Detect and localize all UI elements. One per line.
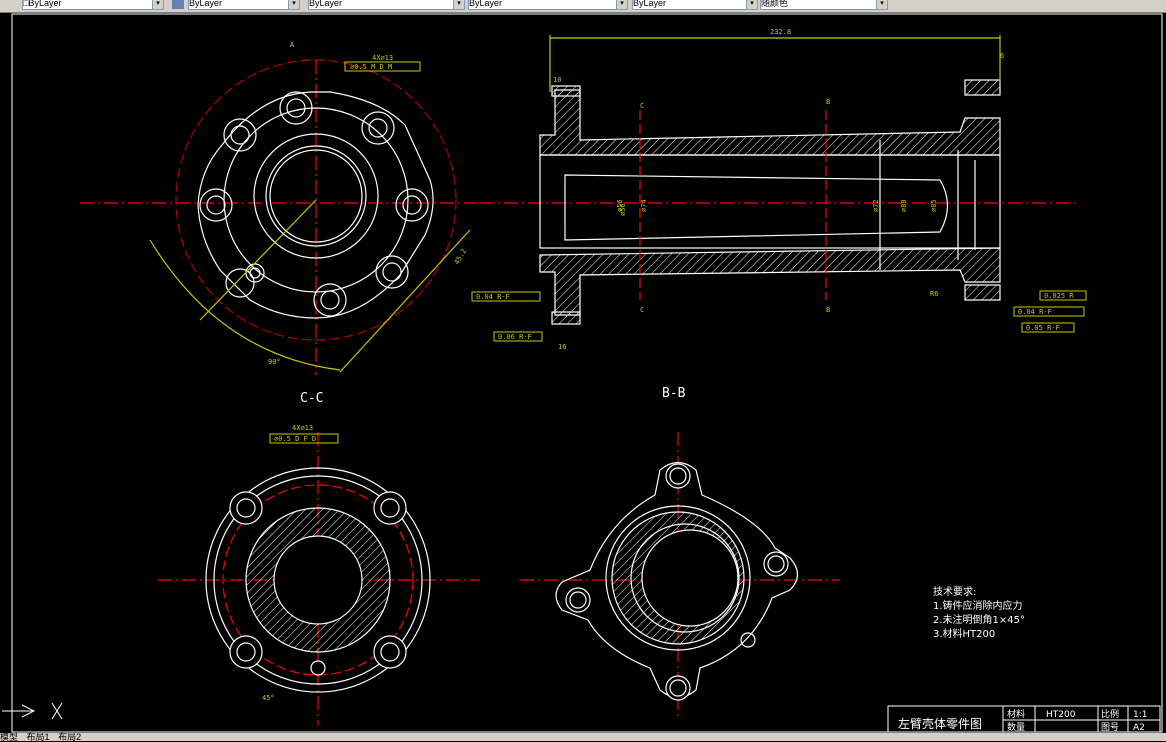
tab-model[interactable]: 模型 (0, 732, 19, 742)
view-bottom-left-annotations: 4X∅13 ∅0.5 D F D 45° (262, 424, 339, 702)
dia-label-3: ∅72 (872, 199, 880, 212)
outer-flange (205, 467, 431, 693)
inner-cavity (564, 174, 949, 241)
view-bb-annotations: 232.8 10 16 6 C B C B ∅56 ∅56 ∅74 ∅72 ∅8… (471, 28, 1087, 351)
linetype-value: ByLayer (309, 0, 343, 8)
hole-callout-2: 4X∅13 (292, 424, 313, 432)
dim-10: 10 (553, 76, 561, 84)
plotstyle2-value: 随颜色 (761, 0, 789, 8)
bolt-hole (279, 91, 313, 125)
upper-wall (539, 89, 1001, 156)
dia-label-4: ∅80 (900, 199, 908, 212)
layer-value: □ByLayer (23, 0, 62, 8)
bore-bl (273, 535, 363, 625)
chevron-down-icon: ▾ (152, 0, 163, 9)
tol-b3: 0.025 R (1044, 292, 1074, 300)
section-c-top: C (640, 102, 644, 110)
chevron-down-icon: ▾ (616, 0, 627, 9)
drawing-no-label: 图号 (1101, 722, 1119, 733)
boss-outer (253, 133, 379, 259)
dia-label-5: ∅85 (930, 199, 938, 212)
view-bb (480, 35, 1080, 325)
scale-label: 比例 (1101, 708, 1119, 720)
tol-b4: 0.04 R-F (1018, 308, 1052, 316)
drawing-canvas[interactable]: A 4X∅13 ∅0.5 M D M 45.2 90° C-C 232.8 10… (0, 12, 1166, 733)
plotstyle-dropdown[interactable]: ByLayer ▾ (632, 0, 758, 10)
dim-r6: R6 (930, 290, 938, 298)
layer-dropdown[interactable]: □ByLayer ▾ (22, 0, 164, 10)
hole-callout: 4X∅13 (372, 54, 393, 62)
plotstyle2-dropdown[interactable]: 随颜色 ▾ (760, 0, 888, 10)
dim-16: 16 (558, 343, 566, 351)
dim-arc (149, 239, 341, 371)
tol-b2: 0.06 R-F (498, 333, 532, 341)
tech-requirements: 技术要求: 1.铸件应消除内应力 2.未注明倒角1×45° 3.材料HT200 (933, 585, 1025, 640)
layout-tabs: 模型 布局1 布局2 (0, 732, 1166, 742)
tol-frame-2: ∅0.5 D F D (274, 435, 316, 443)
section-c-bottom: C (640, 306, 644, 314)
section-b-bottom: B (826, 306, 830, 314)
view-bb-label: B-B (662, 386, 686, 401)
view-bottom-left (158, 432, 480, 725)
bolt-circle (175, 59, 457, 341)
title-block-text: 左臂壳体零件图 材料 HT200 比例 1:1 数量 图号 A2 (898, 708, 1147, 733)
color-value: ByLayer (189, 0, 223, 8)
linetype-dropdown[interactable]: ByLayer ▾ (308, 0, 465, 10)
material-label: 材料 (1007, 708, 1025, 720)
dim-overall-length: 232.8 (770, 28, 791, 36)
properties-toolbar: □ByLayer ▾ ByLayer ▾ ByLayer ▾ ByLayer ▾ ByL… (0, 0, 1166, 13)
dim-45deg: 45° (262, 694, 275, 702)
lower-wall (539, 247, 1001, 316)
boss-inner (265, 145, 367, 247)
dia-label-2: ∅74 (640, 199, 648, 212)
color-dropdown[interactable]: ByLayer ▾ (188, 0, 300, 10)
tech-line-3: 3.材料HT200 (933, 627, 995, 640)
tol-b5: 0.05 R-F (1026, 324, 1060, 332)
drawing-title: 左臂壳体零件图 (898, 716, 982, 731)
chevron-down-icon: ▾ (876, 0, 887, 9)
sheet-value: A2 (1133, 723, 1145, 733)
material-value: HT200 (1046, 710, 1076, 720)
scale-value: 1:1 (1133, 710, 1147, 720)
tol-frame-1: ∅0.5 M D M (350, 63, 392, 71)
tol-b1: 0.04 R-F (476, 293, 510, 301)
section-a-label: A (290, 41, 295, 49)
dia-label-1: ∅56 (616, 199, 624, 212)
section-b-top: B (826, 98, 830, 106)
tech-line-1: 1.铸件应消除内应力 (933, 599, 1023, 612)
title-block (887, 705, 1161, 733)
bore-outline (539, 154, 1001, 249)
dim-6: 6 (1000, 52, 1004, 60)
layer-icon[interactable] (172, 0, 184, 9)
dia-56: ∅56 (619, 203, 627, 216)
plotstyle-value: ByLayer (633, 0, 667, 8)
tab-layout2[interactable]: 布局2 (58, 732, 82, 742)
chevron-down-icon: ▾ (453, 0, 464, 9)
view-bottom-middle (520, 432, 840, 720)
view-cc (80, 59, 490, 375)
sheet-label: 数量 (1007, 721, 1025, 733)
bore (269, 149, 363, 243)
bottom-middle-outline (555, 461, 799, 699)
dim-90: 90° (268, 358, 281, 366)
view-cc-label: C-C (300, 391, 323, 406)
chevron-down-icon: ▾ (288, 0, 299, 9)
tech-line-2: 2.未注明倒角1×45° (933, 613, 1025, 626)
drawing-border (11, 13, 1163, 733)
tech-title: 技术要求: (933, 585, 976, 598)
lineweight-value: ByLayer (469, 0, 503, 8)
chevron-down-icon: ▾ (746, 0, 757, 9)
ucs-icon (2, 702, 63, 720)
flange-outline (197, 91, 434, 319)
dim-45: 45.2 (453, 247, 468, 266)
tab-layout1[interactable]: 布局1 (26, 732, 50, 742)
lineweight-dropdown[interactable]: ByLayer ▾ (468, 0, 628, 10)
